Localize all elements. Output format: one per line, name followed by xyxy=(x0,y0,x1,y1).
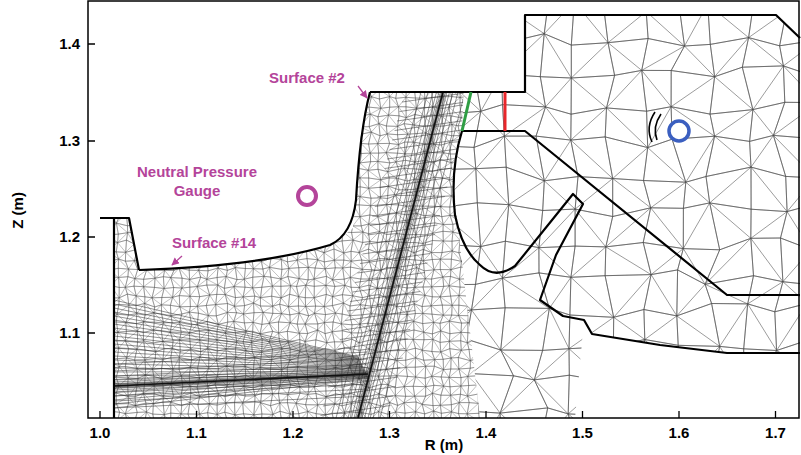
axis-ticks xyxy=(88,44,776,418)
tick-label: 1.1 xyxy=(59,324,80,343)
tick-label: 1.5 xyxy=(572,424,593,443)
tick-label: 1.2 xyxy=(59,228,80,247)
axis-title: R (m) xyxy=(425,436,463,455)
tick-label: 1.2 xyxy=(283,424,304,443)
pump-circle xyxy=(669,121,689,141)
wall-outline xyxy=(139,92,370,270)
wall-outline xyxy=(462,131,800,295)
red-boundary xyxy=(504,92,507,131)
separatrix-mesh xyxy=(114,92,472,418)
tick-label: 1.6 xyxy=(669,424,690,443)
axis-title: Z (m) xyxy=(9,192,28,229)
tick-label: 1.4 xyxy=(59,35,80,54)
wall-outline xyxy=(100,218,139,418)
fine-mesh xyxy=(98,78,498,433)
tick-label: 1.3 xyxy=(379,424,400,443)
dome-outline xyxy=(454,131,800,353)
green-boundary xyxy=(462,92,471,131)
tick-label: 1.3 xyxy=(59,132,80,151)
surface-label: Surface #2 xyxy=(269,69,345,88)
coarse-mesh xyxy=(432,0,801,454)
gauge-circle xyxy=(298,187,316,205)
tick-label: 1.1 xyxy=(186,424,207,443)
tick-label: 1.0 xyxy=(90,424,111,443)
tick-label: 1.4 xyxy=(476,424,497,443)
plot-frame xyxy=(88,1,799,418)
baffle-arc xyxy=(649,112,661,142)
wall-outline xyxy=(100,15,800,418)
leader-line xyxy=(172,256,182,265)
surface-label: Surface #14 xyxy=(172,234,256,253)
leader-line xyxy=(358,86,367,98)
mesh xyxy=(98,0,801,454)
wall-outline xyxy=(370,15,800,92)
separatrix xyxy=(114,92,443,418)
tick-label: 1.7 xyxy=(765,424,786,443)
gauge-label: Neutral Pressure Gauge xyxy=(122,163,272,201)
